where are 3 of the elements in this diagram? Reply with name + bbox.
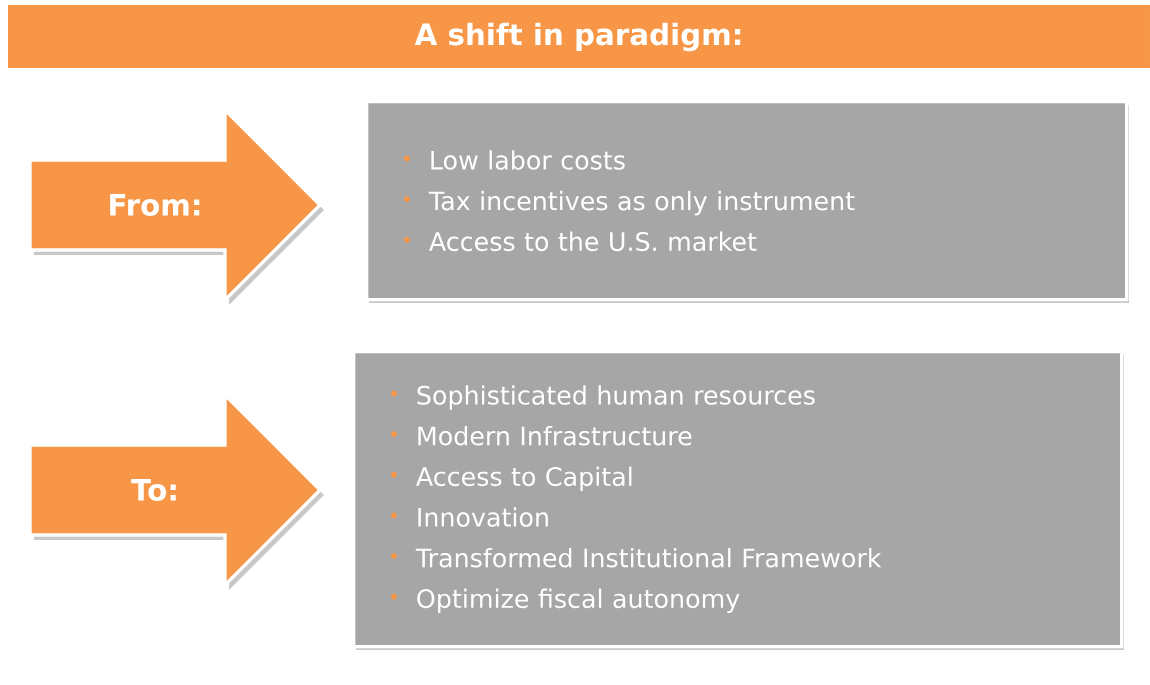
text-box: Sophisticated human resources Modern Infrastructure Access to Capital Innovation Transformed Institutional Framework Optimize fiscal autonomy	[352, 350, 1124, 650]
text-box: Low labor costs Tax incentives as only instrument Access to the U.S. market	[365, 100, 1129, 303]
title-banner: A shift in paradigm:	[8, 5, 1150, 68]
